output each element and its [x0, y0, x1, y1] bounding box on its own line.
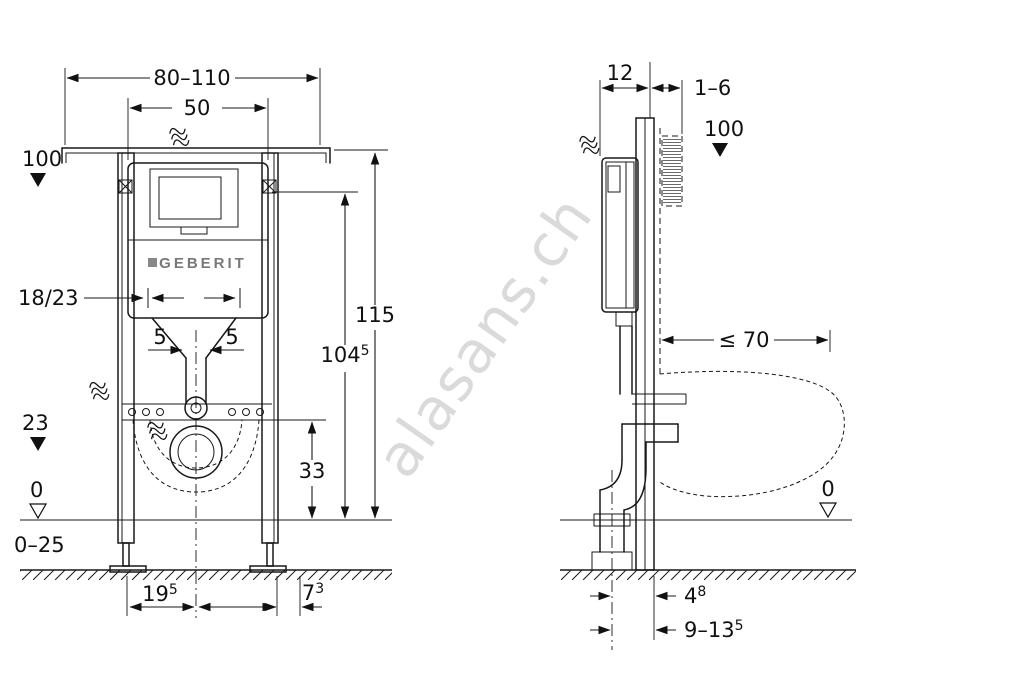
watermark-text: alasans.ch	[363, 183, 606, 490]
level-marker-filled-icon	[30, 437, 46, 451]
dim-foot-left-label: 195	[142, 582, 178, 606]
level-marker-open-icon	[818, 502, 838, 519]
actuator-plate	[661, 135, 683, 207]
level-top-side-label: 100	[704, 117, 744, 141]
cistern-side	[601, 157, 639, 395]
level-floor-front: 0	[28, 478, 48, 520]
drain-elbow-side	[591, 423, 679, 571]
floor-lines-front	[20, 519, 392, 580]
level-floor-side: 0	[818, 477, 838, 519]
dim-bottom-side: 48 9–135	[590, 470, 744, 650]
level-floor-side-label: 0	[821, 477, 834, 501]
dim-actuation-height-label: 1045	[320, 343, 369, 367]
level-outlet-label: 23	[22, 411, 49, 435]
frame-posts	[109, 152, 287, 573]
fastener-left-icon	[118, 179, 133, 194]
dim-pan-depth-label: ≤ 70	[719, 328, 770, 352]
level-top-front-label: 100	[22, 147, 62, 171]
fixing-plate	[122, 396, 272, 421]
dim-outlet-range-label: 9–135	[684, 618, 744, 642]
fastener-right-icon	[262, 179, 277, 194]
dim-floor-adjust-label: 0–25	[14, 533, 65, 557]
dim-cistern-width: 50	[127, 96, 269, 160]
level-outlet: 23	[22, 411, 49, 451]
dim-outlet-height: 33	[272, 419, 326, 519]
dim-cladding-range-label: 1–6	[694, 76, 731, 100]
wc-pan-side-outline	[659, 370, 845, 498]
wave-symbol-icon	[89, 381, 110, 400]
brand-logo-square	[148, 258, 157, 267]
dim-offset-right-label: 5	[225, 325, 238, 349]
level-top-front: 100	[22, 147, 62, 187]
dim-flush-bend: 18/23	[18, 286, 236, 310]
front-view: GEBERIT	[14, 66, 395, 618]
dim-outlet-offset-label: 48	[684, 584, 706, 608]
wave-symbol-icon	[169, 127, 190, 146]
flush-connector-side	[632, 393, 687, 405]
dim-flush-bend-label: 18/23	[18, 286, 79, 310]
dim-outlet-height-label: 33	[299, 459, 326, 483]
floor-lines-side	[560, 519, 856, 580]
side-view: 12 1–6 100 ≤ 70 0	[560, 61, 856, 650]
dim-pan-depth: ≤ 70	[661, 328, 831, 352]
level-marker-filled-icon	[30, 173, 46, 187]
dim-offset-left-label: 5	[153, 325, 166, 349]
wave-symbol-icon	[147, 421, 168, 440]
dim-frame-depth: 12	[599, 61, 649, 156]
dim-width-range: 80–110	[64, 66, 321, 145]
dim-cistern-width-label: 50	[184, 96, 211, 120]
dim-foot-right-label: 73	[302, 581, 324, 605]
dim-total-height-label: 115	[355, 303, 395, 327]
frame-profile-side	[635, 62, 655, 571]
dim-bottom-front: 195 73	[126, 576, 324, 616]
wave-symbol-icon	[579, 135, 600, 154]
level-marker-filled-icon	[712, 143, 728, 157]
dim-cladding-range: 1–6	[651, 76, 731, 134]
dim-actuation-height: 1045	[272, 191, 370, 519]
level-marker-open-icon	[28, 503, 48, 520]
brand-logo-text: GEBERIT	[159, 255, 247, 272]
dim-total-height: 115	[334, 149, 395, 519]
top-rail	[61, 147, 331, 164]
dim-width-range-label: 80–110	[153, 66, 230, 90]
level-top-side: 100	[704, 117, 744, 157]
level-floor-front-label: 0	[30, 478, 43, 502]
cistern-front: GEBERIT	[118, 162, 277, 319]
dim-frame-depth-label: 12	[607, 61, 634, 85]
dim-offsets: 5 5	[148, 325, 244, 355]
